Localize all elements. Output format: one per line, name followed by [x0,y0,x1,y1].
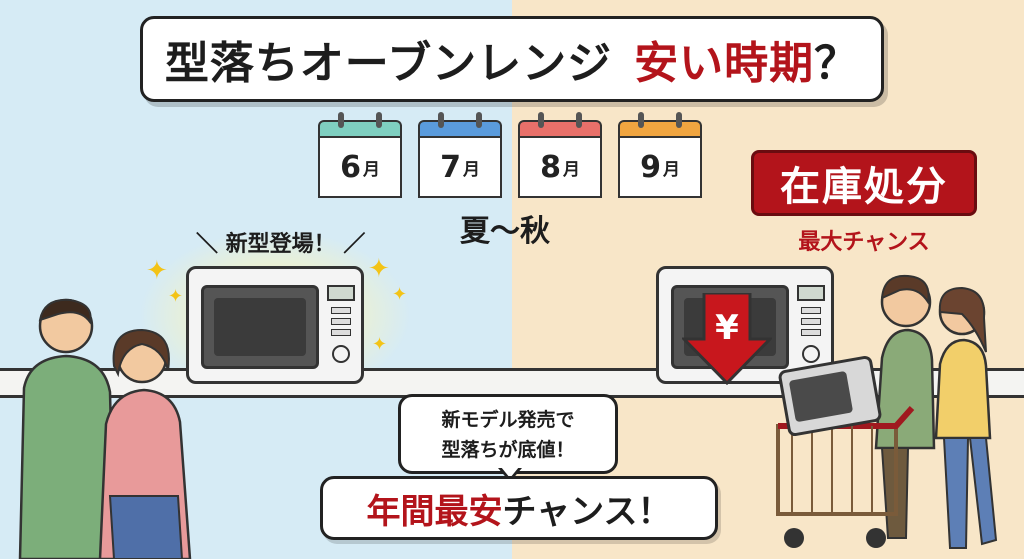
yen-down-arrow-icon: ¥ [682,293,772,385]
cta-red-text: 年間最安 [366,491,503,532]
speech-bubble: 新モデル発売で 型落ちが底値！ [398,394,618,474]
new-oven [186,266,364,384]
couple-looking-illustration [18,298,192,559]
calendar-month-number: 9 [640,149,661,185]
calendar-month-number: 7 [440,149,461,185]
calendar-month-unit: 月 [562,159,580,180]
calendar-month-number: 6 [340,149,361,185]
clearance-subtitle: 最大チャンス [798,230,930,255]
calendar-month-unit: 月 [662,159,680,180]
oven-control-panel [327,285,355,371]
couple-with-cart-illustration [776,274,998,549]
oven-control-panel [797,285,825,371]
title-banner: 型落ちオーブンレンジ 安い時期 ？ [140,16,884,102]
calendar-month-unit: 月 [462,159,480,180]
oven-door [201,285,319,369]
sparkle-icon: ✦ [392,284,408,305]
new-model-label: ＼ 新型登場！ ／ [196,232,366,257]
title-question: ？ [814,38,860,89]
season-label: 夏〜秋 [460,214,550,249]
sparkle-icon: ✦ [372,334,388,355]
bubble-line-1: 新モデル発売で [441,409,575,431]
calendar-month-unit: 月 [362,159,380,180]
svg-text:¥: ¥ [715,308,739,348]
sparkle-icon: ✦ [168,286,184,307]
cta-banner: 年間最安 チャンス！ [320,476,718,540]
sparkle-icon: ✦ [368,254,390,284]
clearance-badge: 在庫処分 [751,150,977,216]
sparkle-icon: ✦ [146,256,168,286]
title-main: 型落ちオーブンレンジ [164,38,613,89]
calendar-month-number: 8 [540,149,561,185]
title-accent: 安い時期 [634,38,815,89]
cta-dark-text: チャンス！ [502,491,672,532]
bubble-line-2: 型落ちが底値！ [441,439,575,461]
